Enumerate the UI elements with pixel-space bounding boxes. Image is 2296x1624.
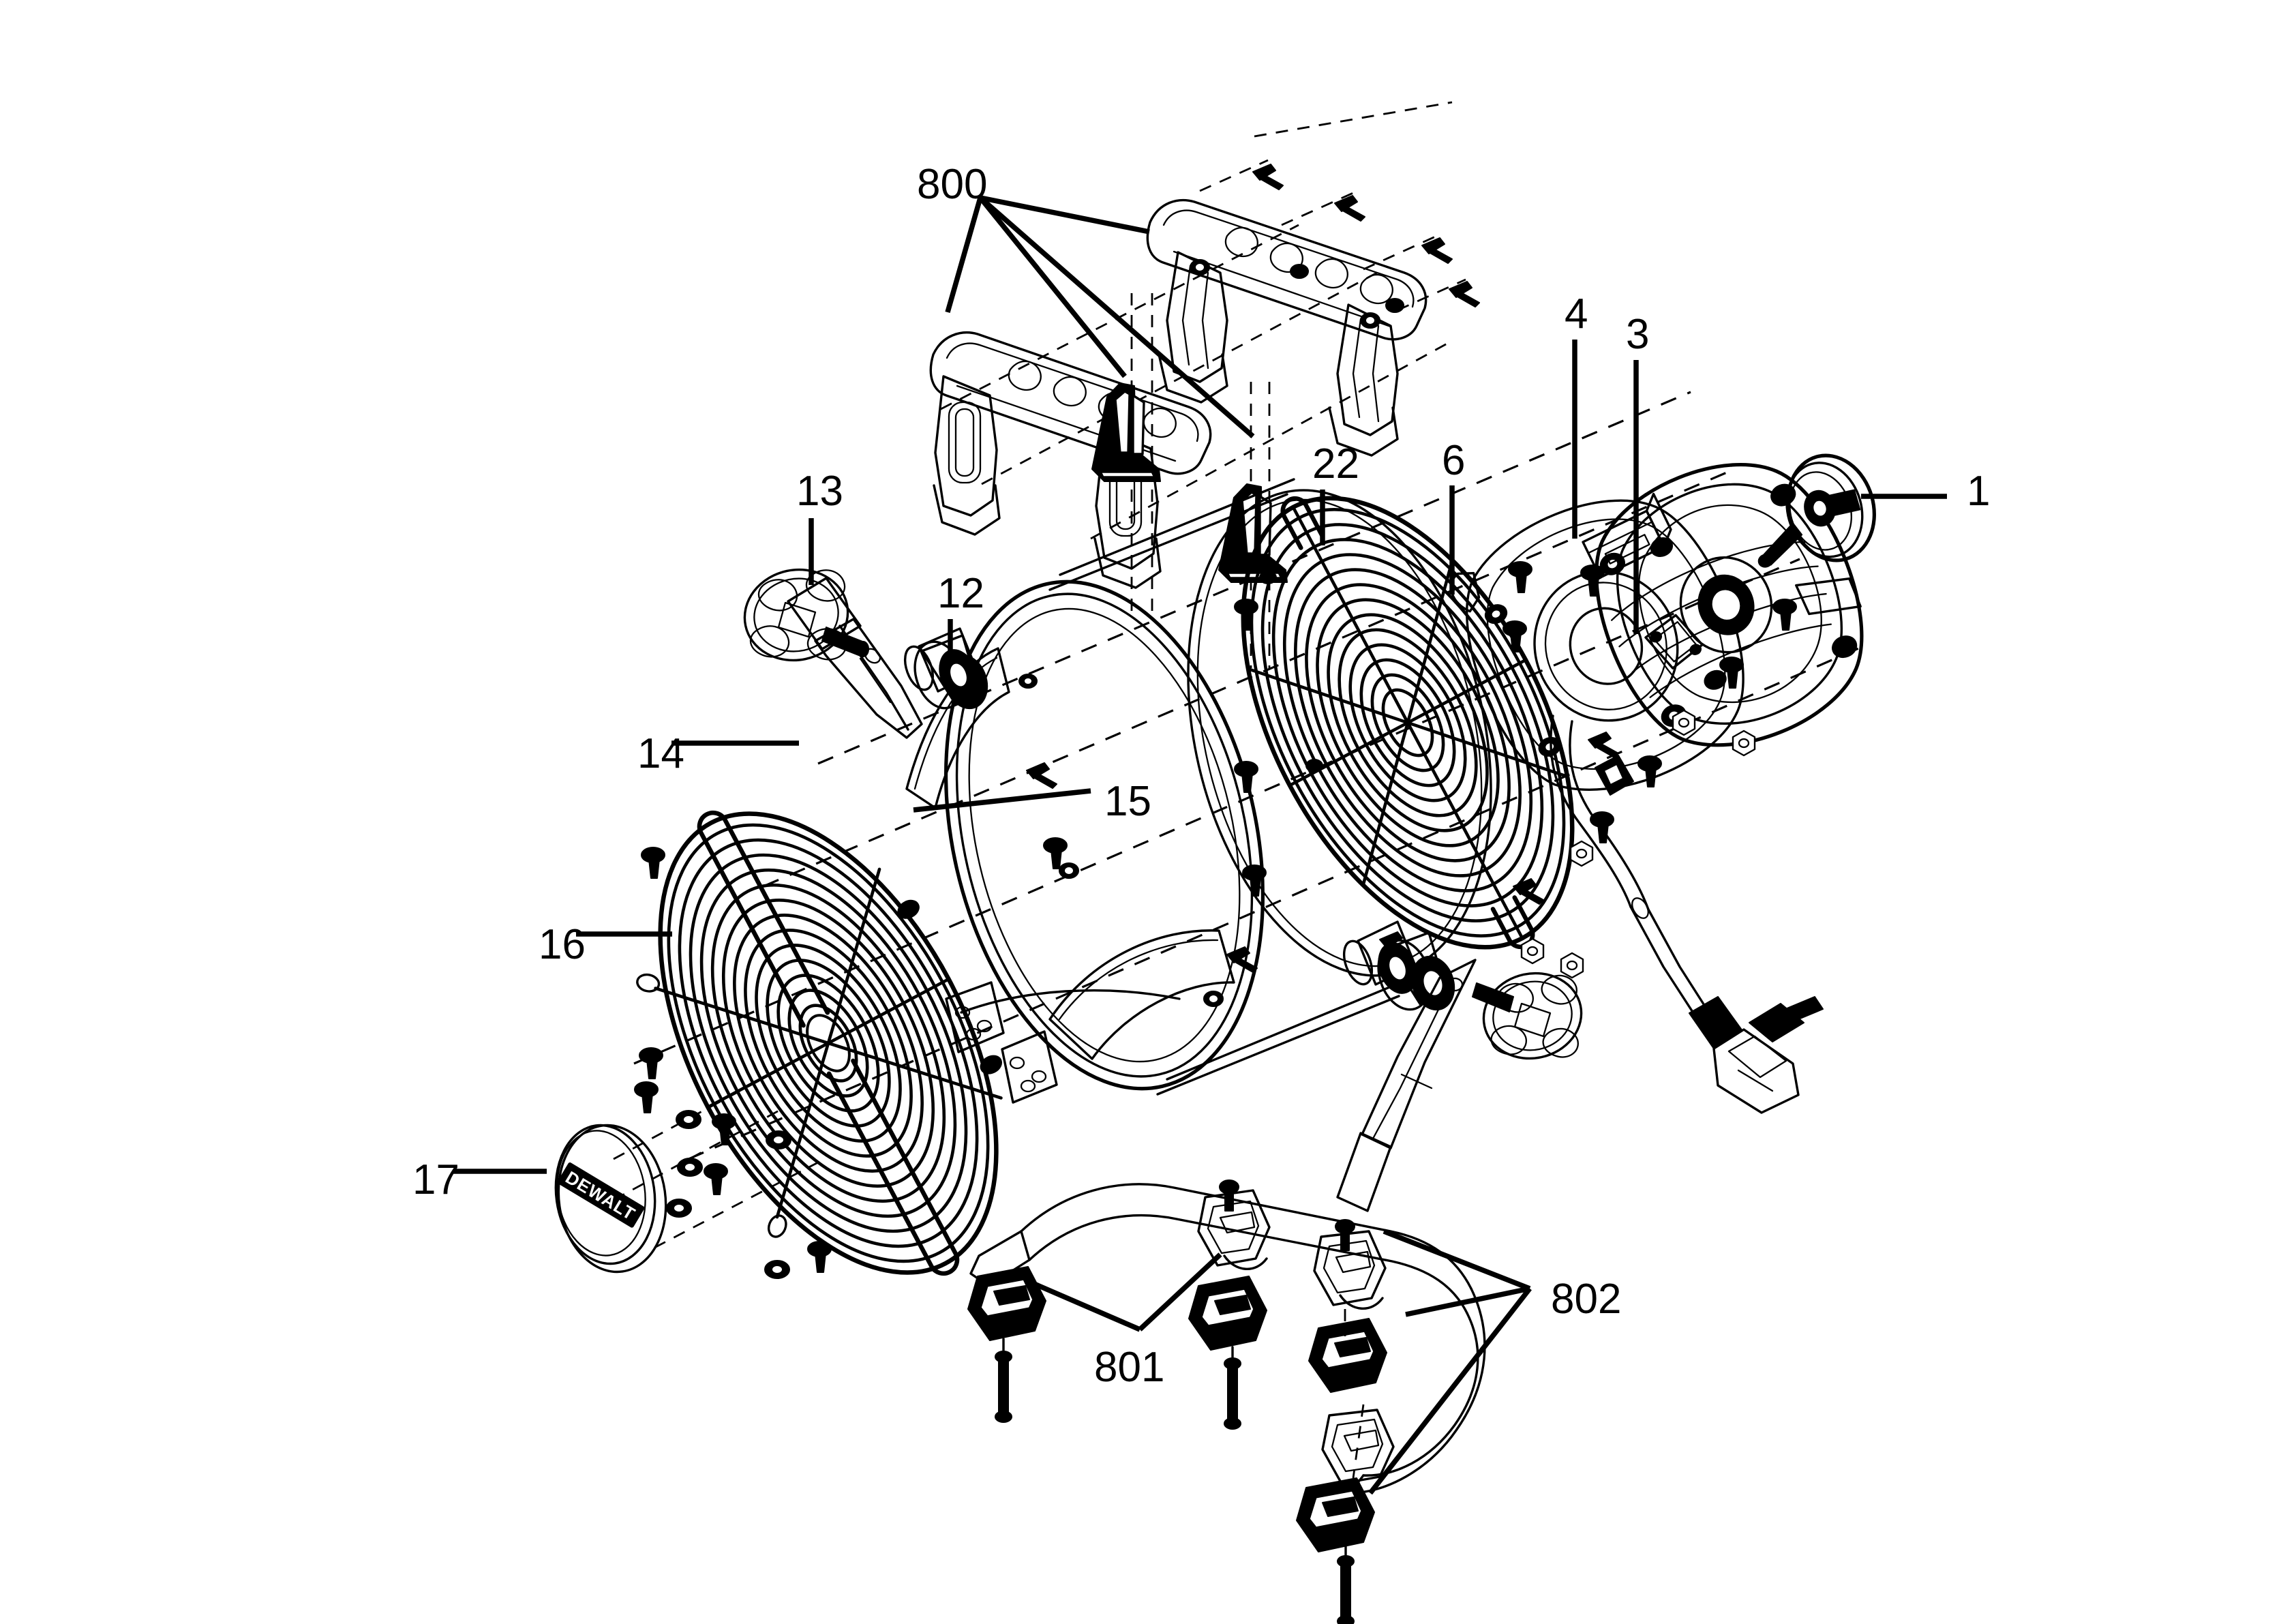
tilt-knob-lower [1472, 972, 1583, 1060]
tube-clamp-2 [1313, 1219, 1387, 1310]
tube-clamp-1 [1197, 1179, 1271, 1270]
base-assembly [967, 1179, 1486, 1624]
leader-lines [453, 195, 1947, 1495]
rear-wire-guard-22 [1241, 496, 1575, 950]
base-foot-1 [967, 1266, 1046, 1341]
callout-800: 800 [917, 161, 988, 208]
callout-802: 802 [1551, 1276, 1622, 1323]
base-foot-2 [1188, 1276, 1267, 1351]
power-cord-plug [1550, 715, 1824, 1114]
callout-12: 12 [937, 570, 984, 617]
callout-6: 6 [1442, 437, 1466, 484]
base-foot-3 [1308, 1318, 1387, 1393]
callout-14: 14 [637, 730, 684, 777]
tilt-knob-13 [743, 568, 869, 662]
pivot-bushing-12 [903, 627, 979, 701]
callout-17: 17 [412, 1156, 459, 1203]
tube-clamp-3 [1321, 1409, 1395, 1485]
handle-clip-left [1091, 382, 1161, 482]
callout-15: 15 [1104, 778, 1151, 825]
callout-4: 4 [1565, 290, 1588, 337]
switch-plate-3 [1644, 614, 1704, 670]
pivot-bushing-lower [1342, 920, 1417, 994]
motor-housing-6 [1450, 463, 1864, 791]
svg-text:DEWALT: DEWALT [562, 1167, 639, 1224]
handle-upper [1146, 198, 1428, 457]
tilt-arm-assembly-left [743, 568, 979, 739]
cord-clamp [1595, 755, 1634, 796]
dewalt-badge-cap-17: DEWALT [554, 1110, 736, 1274]
callout-16: 16 [539, 921, 586, 968]
callout-13: 13 [796, 468, 843, 515]
handle-lower [929, 331, 1212, 589]
base-foot-4 [1296, 1477, 1375, 1552]
callout-22: 22 [1312, 440, 1359, 487]
tilt-arm-assembly-right [1336, 920, 1583, 1212]
callout-801: 801 [1094, 1344, 1165, 1391]
front-wire-guard-16 [636, 810, 1003, 1276]
callout-1: 1 [1967, 468, 1991, 515]
fan-shroud-drum-15 [905, 478, 1492, 1104]
callout-3: 3 [1626, 311, 1650, 358]
